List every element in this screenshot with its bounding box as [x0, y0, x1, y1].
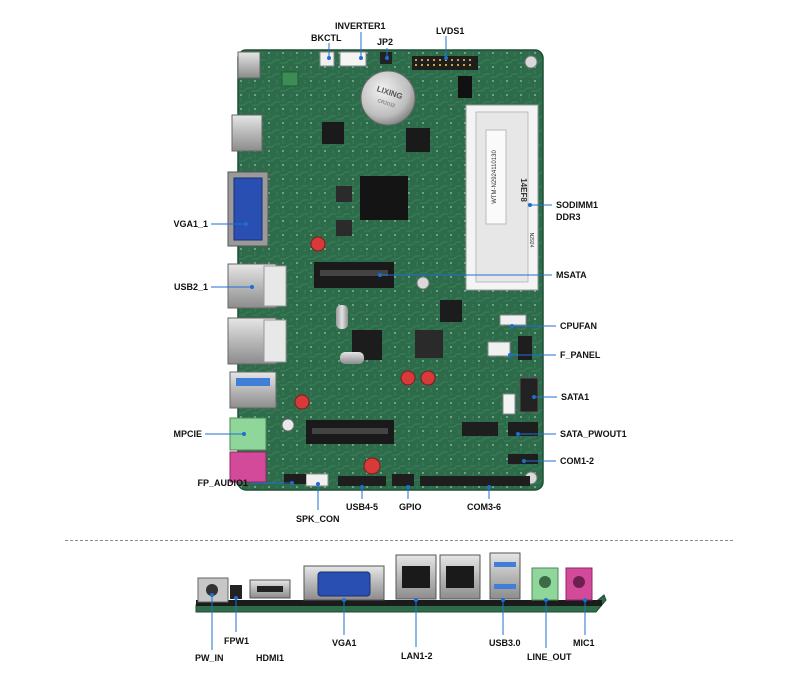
mounting-hole — [524, 55, 538, 69]
com1-2-header — [508, 454, 538, 464]
capacitor — [310, 236, 326, 252]
label-msata: MSATA — [556, 270, 587, 280]
usb3-connector-top — [229, 371, 277, 409]
fpw-button-side — [230, 585, 242, 599]
battery-model-text: CR2032 — [376, 98, 396, 109]
vga-connector-top — [233, 177, 263, 241]
label-lvds1: LVDS1 — [436, 26, 465, 36]
label-bkctl: BKCTL — [311, 33, 342, 43]
fp-audio-header — [284, 474, 306, 484]
mic-jack-hole — [573, 576, 585, 588]
chip — [440, 300, 462, 322]
inductor — [336, 220, 352, 236]
section-divider — [65, 540, 733, 541]
label-sodimm1: SODIMM1 — [556, 200, 599, 210]
io-panel-side-view — [195, 552, 607, 613]
gpio-header — [392, 474, 414, 486]
lan1-port-opening — [402, 566, 430, 588]
label-usb3: USB3.0 — [489, 638, 521, 648]
lan-label-2 — [263, 319, 287, 363]
mic-jack-top — [229, 451, 267, 483]
silk-code-text: 14EF8 — [519, 178, 528, 202]
label-spk-con: SPK_CON — [296, 514, 340, 524]
bkctl-connector — [319, 51, 335, 67]
line-out-jack-hole — [539, 576, 551, 588]
terminal-block — [281, 71, 299, 87]
label-fp-audio1: FP_AUDIO1 — [197, 478, 248, 488]
label-usb2-1: USB2_1 — [173, 282, 208, 292]
pcb-edge-dark — [196, 600, 602, 606]
crystal — [340, 352, 364, 364]
label-gpio: GPIO — [399, 502, 422, 512]
inductor-large — [415, 330, 443, 358]
label-com1-2: COM1-2 — [560, 456, 595, 466]
crystal — [336, 305, 348, 329]
usb3-tongue-2 — [494, 584, 516, 589]
chip — [406, 128, 430, 152]
label-f-panel: F_PANEL — [560, 350, 601, 360]
dc-jack-hole — [206, 584, 218, 596]
vga-port-face — [317, 571, 371, 597]
label-cpufan: CPUFAN — [560, 321, 598, 331]
motherboard-top-view: LIXING CR2032 WTM-N2924110130 14EF8 N292… — [227, 49, 544, 491]
mpcie-contacts — [312, 428, 388, 434]
capacitor — [400, 370, 416, 386]
power-jack — [237, 51, 261, 79]
usb3-ports-side — [489, 552, 521, 600]
serial-sticker — [485, 129, 507, 225]
msata-contacts — [320, 270, 388, 276]
label-mic1: MIC1 — [573, 638, 595, 648]
serial-code-text: WTM-N2924110130 — [492, 150, 498, 204]
f-panel-header — [487, 341, 511, 357]
chip — [322, 122, 344, 144]
label-com3-6: COM3-6 — [467, 502, 502, 512]
label-inverter1: INVERTER1 — [335, 21, 386, 31]
header-block — [518, 336, 532, 360]
capacitor — [294, 394, 310, 410]
label-hdmi1: HDMI1 — [256, 653, 285, 663]
hdmi-connector-top — [231, 114, 263, 152]
usb3-tongue — [236, 378, 270, 386]
capacitor — [420, 370, 436, 386]
label-vga1: VGA1 — [332, 638, 357, 648]
label-usb4-5: USB4-5 — [346, 502, 379, 512]
label-mpcie: MPCIE — [173, 429, 202, 439]
sata-pwout-header — [508, 422, 538, 436]
usb4-5-header — [338, 476, 386, 486]
label-sata-pwout1: SATA_PWOUT1 — [560, 429, 627, 439]
label-fpw1: FPW1 — [224, 636, 250, 646]
com3-6-header — [420, 476, 530, 486]
sata-power-connector — [502, 393, 516, 415]
label-lan1-2: LAN1-2 — [401, 651, 433, 661]
capacitor — [363, 457, 381, 475]
header-block — [462, 422, 498, 436]
mounting-hole — [416, 276, 430, 290]
cmos-battery — [360, 70, 416, 126]
label-ddr3: DDR3 — [556, 212, 581, 222]
cpu-chip — [360, 176, 408, 220]
label-vga1-1: VGA1_1 — [173, 219, 208, 229]
label-line-out: LINE_OUT — [527, 652, 572, 662]
usb3-tongue-1 — [494, 562, 516, 567]
cpufan-header — [499, 314, 527, 326]
hdmi-port-opening — [257, 586, 283, 592]
label-jp2: JP2 — [377, 37, 394, 47]
leader-lines — [205, 32, 587, 650]
silk-code-text-2: N2924 — [528, 233, 534, 248]
mounting-hole — [281, 418, 295, 432]
lan-label-1 — [263, 265, 287, 307]
inductor — [336, 186, 352, 202]
buzzer — [458, 76, 472, 98]
sata-connector — [519, 377, 539, 413]
label-sata1: SATA1 — [561, 392, 590, 402]
lan2-port-opening — [446, 566, 474, 588]
inverter-connector — [339, 51, 367, 67]
label-pw-in: PW_IN — [195, 653, 224, 663]
